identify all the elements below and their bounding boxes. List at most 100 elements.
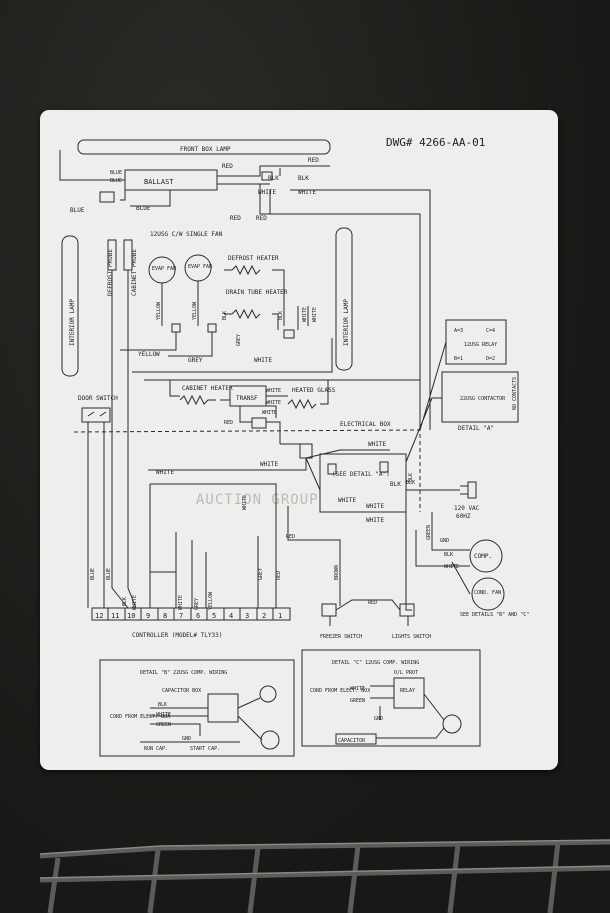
detail-b-cord-label: CORD FROM ELECT. BOX [110, 714, 170, 720]
wire-label-blk-3: BLK [222, 311, 228, 320]
wire-label-yellow-4: YELLOW [208, 591, 214, 610]
door-switch-label: DOOR SWITCH [78, 395, 118, 402]
metal-grille [40, 839, 610, 913]
terminal-1: 1 [278, 612, 282, 620]
wire-label-red-3: RED [230, 215, 241, 222]
detail-b-comp-term-icon [259, 685, 277, 703]
connector-ballast [99, 191, 115, 203]
heated-glass-label: HEATED GLASS [292, 387, 336, 394]
cabinet-heater-coil [179, 394, 216, 406]
wire-label-blk-4: BLK [278, 311, 284, 320]
wire-label-red-6: RED [276, 571, 282, 580]
wire-label-white-18: WHITE [242, 495, 248, 510]
fan-wiring [161, 269, 309, 330]
wire-label-grey-3: GREY [194, 598, 200, 610]
no-contacts-label: NO CONTACTS [512, 377, 518, 410]
mid-rails [120, 332, 420, 381]
wire-label-grey-2: GREY [188, 357, 203, 364]
single-fan-title: 12USG C/W SINGLE FAN [150, 231, 223, 238]
heated-glass-coil [287, 398, 317, 410]
detail-c-white: WHITE [350, 686, 365, 692]
detail-b-green: GREEN [156, 722, 171, 728]
wire-label-white-17: WHITE [178, 595, 184, 610]
drawing-number: DWG# 4266-AA-01 [386, 136, 485, 149]
electrical-box-label: ELECTRICAL BOX [340, 421, 391, 428]
detail-b-ovl-icon [260, 730, 280, 750]
wire-label-red-8: RED [368, 600, 377, 606]
detail-c-box [301, 649, 481, 747]
front-box-lamp-label: FRONT BOX LAMP [180, 146, 231, 153]
interior-lamp-right [335, 227, 353, 371]
terminal-8: 8 [163, 612, 167, 620]
terminal-7: 7 [179, 612, 183, 620]
power-cord [406, 485, 468, 495]
front-box-lamp [77, 139, 331, 155]
heater-wiring [169, 380, 329, 444]
compressor-label: COMP. [474, 553, 492, 560]
detail-b-box [99, 659, 295, 757]
door-switch-box [81, 407, 111, 423]
detail-c-capacitor [335, 733, 377, 745]
wire-label-red-7: RED [286, 534, 295, 540]
wire-label-white-2: WHITE [298, 189, 316, 196]
detail-c-label: DETAIL "C" 12USG COMP. WIRING [332, 660, 419, 666]
wire-label-white-1: WHITE [258, 189, 276, 196]
comp-wiring [405, 512, 471, 611]
relay-legend-c: C=4 [486, 328, 495, 334]
freezer-switch-label: FREEZER SWITCH [320, 634, 362, 640]
wire-label-grey-4: GREY [258, 568, 264, 580]
wire-label-red-1: RED [222, 163, 233, 170]
terminal-5: 5 [212, 612, 216, 620]
evap-fan-2-label: EVAP FAN [188, 264, 212, 270]
switch-wiring [329, 599, 409, 626]
defrost-heater-label: DEFROST HEATER [228, 255, 279, 262]
interior-lamp-right-label: INTERIOR LAMP [343, 299, 350, 346]
wire-label-white-15: WHITE [444, 564, 459, 570]
wire-label-white-9: WHITE [156, 469, 174, 476]
wire-label-blk-7: BLK [408, 473, 414, 482]
detail-c-relay [393, 677, 425, 709]
detail-c-capacitor-label: CAPACITOR [338, 738, 366, 744]
contactor-box-label: 22USG CONTACTOR [460, 396, 506, 402]
terminal-strip [91, 607, 291, 621]
interior-lamp-left [61, 235, 79, 377]
terminal-12: 12 [95, 612, 103, 620]
wire-label-white-4: WHITE [312, 307, 318, 322]
plug-icon [467, 481, 477, 499]
wire-label-white-16: WHITE [132, 595, 138, 610]
detail-b-start-cap: START CAP. [190, 746, 220, 752]
relay-wiring [405, 341, 447, 463]
drain-tube-heater-label: DRAIN TUBE HEATER [226, 289, 288, 296]
wire-label-white-3: WHITE [302, 307, 308, 322]
wire-label-blue-6: BLUE [106, 568, 112, 580]
freezer-switch-icon [321, 603, 337, 617]
center-connector [299, 443, 313, 459]
relay-legend-d: D=2 [486, 356, 495, 362]
see-detail-a-label: (SEE DETAIL "A") [332, 471, 390, 478]
cond-fan-icon [471, 577, 505, 611]
evap-fan-1-label: EVAP FAN [152, 266, 176, 272]
detail-c-gnd: GND [374, 716, 383, 722]
terminal-10: 10 [127, 612, 135, 620]
wire-label-blue-2: BLUE [110, 178, 122, 184]
detail-a-label: DETAIL "A" [458, 425, 494, 432]
wire-label-blue-4: BLUE [136, 205, 151, 212]
terminal-9: 9 [146, 612, 150, 620]
wire-label-red-5: RED [224, 420, 233, 426]
detail-c-ovl-label: O/L PROT [394, 670, 418, 676]
transformer-connector [251, 417, 267, 429]
terminal-4: 4 [229, 612, 233, 620]
wire-label-yellow-3: YELLOW [138, 351, 160, 358]
detail-b-relay [207, 693, 239, 723]
relay-legend-b: B=1 [454, 356, 463, 362]
wire-label-blue-3: BLUE [70, 207, 85, 214]
wiring-diagram-label: DWG# 4266-AA-01 FRONT BOX LAMP BALLAST B… [40, 110, 558, 770]
wire-label-white-5: WHITE [254, 357, 272, 364]
defrost-probe-label: DEFROST PROBE [107, 249, 114, 296]
wire-label-white-13: WHITE [366, 503, 384, 510]
wire-label-white-7: WHITE [266, 400, 281, 406]
detail-a-box [319, 453, 407, 513]
wire-label-blue-1: BLUE [110, 170, 122, 176]
detail-a-connector-1 [327, 463, 337, 475]
detail-b-capacitor-box-label: CAPACITOR BOX [162, 688, 201, 694]
